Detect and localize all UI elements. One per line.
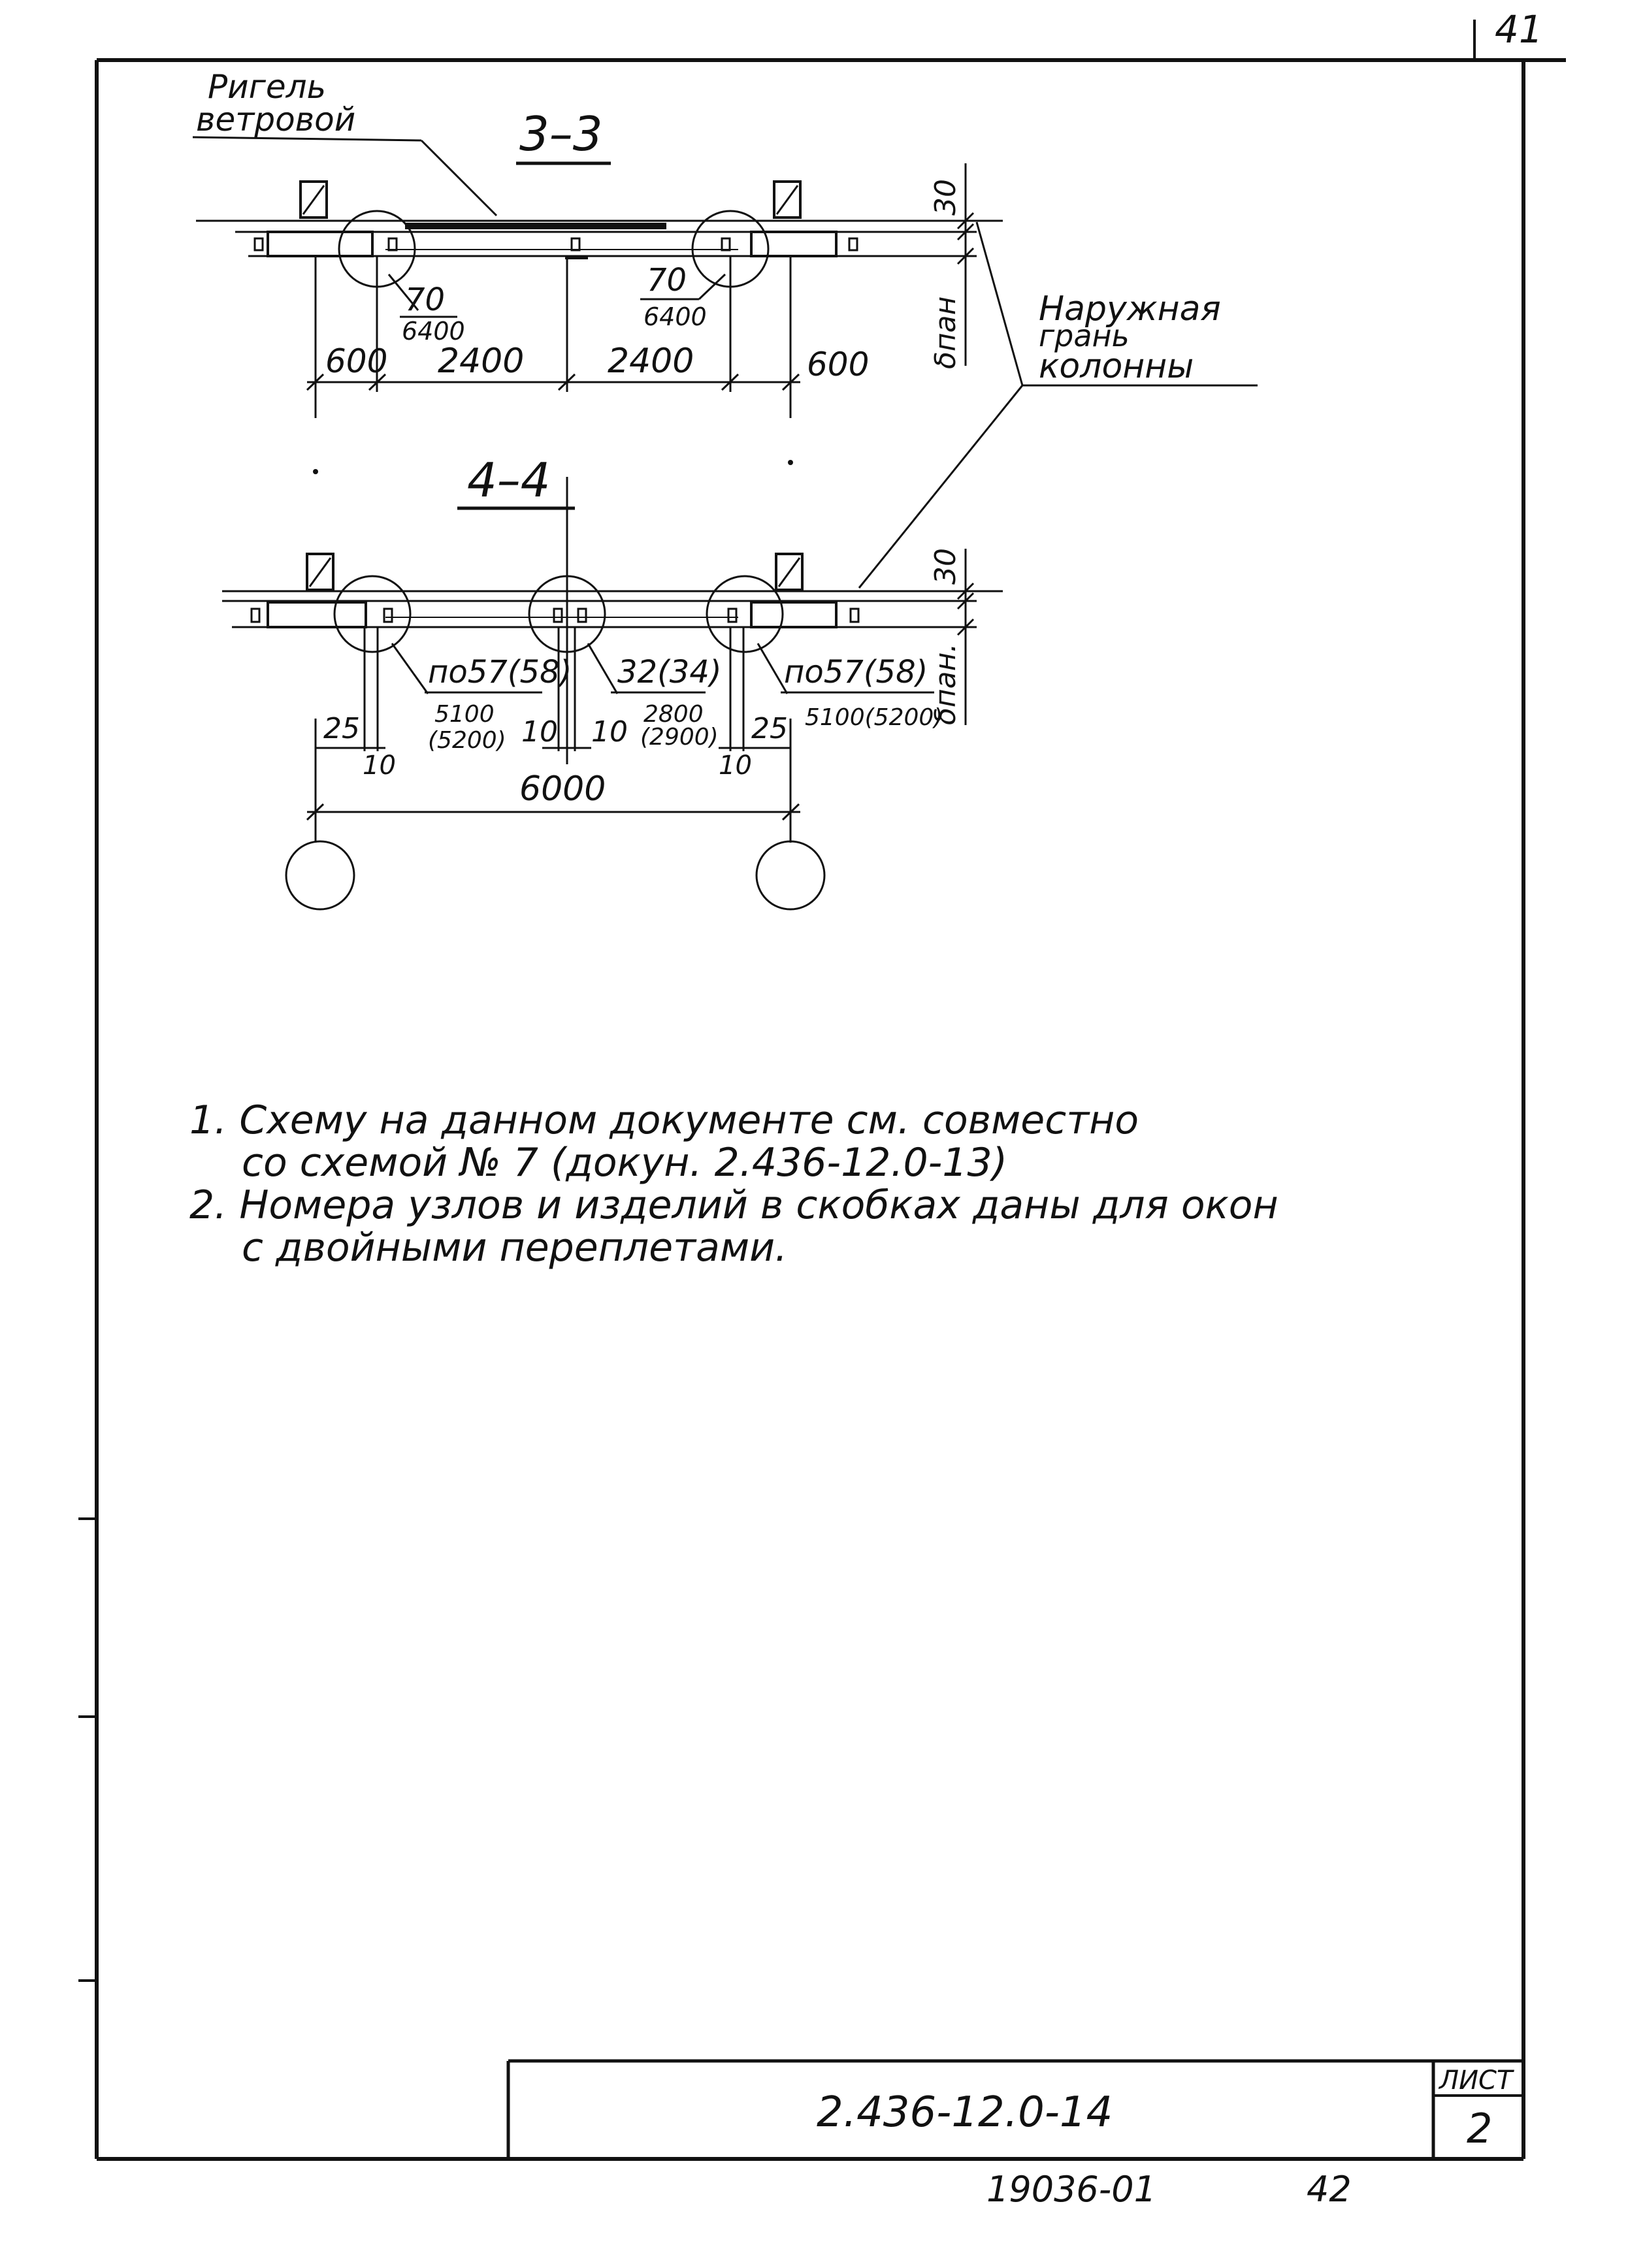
document-code: 2.436-12.0-14 [817,2088,1113,2137]
node-right-33-top: 70 [647,262,687,299]
mid-length-44: 2800 [643,701,704,728]
left-length-alt-44: (5200) [428,727,506,754]
node-left-44: по57(58) [428,654,572,690]
left-length-44: 5100 [434,701,495,728]
dim-600-right-33: 600 [807,346,869,383]
rigel-label-line2: ветровой [196,101,355,138]
dim-25-left-44: 25 [323,712,360,745]
outer-face-label-line3: колонны [1039,347,1194,386]
rigel-label-line1: Ригель [208,68,326,106]
dim-600-left-33: 600 [325,342,387,380]
node-left-33-bottom: 6400 [402,317,465,346]
dim-25-right-44: 25 [751,712,788,745]
notes: 1. Схему на данном документе см. совмест… [189,1097,1278,1271]
dim-10-mid-right-44: 10 [591,715,628,749]
outer-face-label-line2: грань [1039,318,1130,353]
dim-30-44: 30 [929,548,962,585]
bottom-archive-code: 19036-01 [986,2169,1156,2210]
node-circle-left-44 [333,575,412,653]
note-1-line2: со схемой № 7 (докун. 2.436-12.0-13) [242,1140,1007,1186]
node-circle-right-44 [706,575,784,653]
sheet-frame [78,20,1566,2161]
sheet-number: 2 [1467,2105,1492,2152]
sheet-label: ЛИСТ [1438,2066,1515,2096]
node-left-33-top: 70 [405,282,445,318]
note-1-line1: 1. Схему на данном документе см. совмест… [189,1097,1139,1143]
section-4-4-title: 4–4 [467,453,551,508]
dim-10-right-44: 10 [719,751,752,781]
column-left-33 [299,180,328,219]
dim-2400-left-33: 2400 [438,342,524,381]
column-left-44 [306,553,334,591]
axis-bubble-right [755,840,826,911]
title-block [506,2059,1523,2159]
dim-30-33: 30 [929,179,962,216]
node-right-44: по57(58) [784,654,928,690]
node-right-33-bottom: 6400 [643,302,707,331]
mid-length-alt-44: (2900) [640,724,719,751]
node-mid-44: 32(34) [617,654,722,690]
dim-2400-right-33: 2400 [608,342,694,381]
dim-delta-44: δпан. [929,643,962,725]
column-right-33 [773,180,802,219]
section-3-3: 3–3 Ригель ветровой 70 [192,68,1258,589]
axis-bubble-left [285,840,355,911]
dim-6000-44: 6000 [519,770,606,809]
outer-face-label-line1: Наружная [1039,289,1221,329]
section-3-3-title: 3–3 [519,106,603,161]
dim-10-mid-left-44: 10 [521,715,558,749]
node-circle-mid-44 [528,575,606,653]
corner-page-number: 41 [1495,7,1543,52]
bottom-page-number: 42 [1307,2169,1352,2210]
note-2-line1: 2. Номера узлов и изделий в скобках даны… [189,1182,1278,1228]
dim-10-left-44: 10 [363,751,396,781]
section-4-4: 4–4 [222,453,1003,911]
note-2-line2: с двойными переплетами. [242,1225,787,1271]
right-length-44: 5100(5200) [805,704,943,731]
column-right-44 [775,553,804,591]
dim-delta-33: δпан [929,297,962,369]
